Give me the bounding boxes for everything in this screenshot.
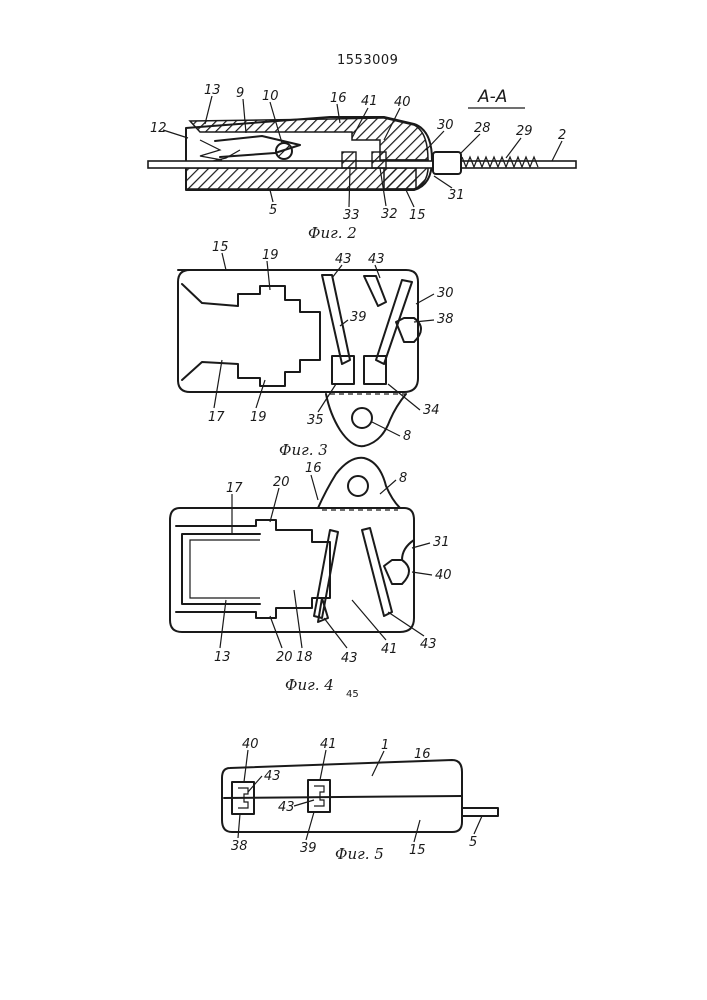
fig4-label-31: 31 [433,535,450,550]
fig2-lever [215,136,300,157]
fig4-lug [318,458,400,508]
fig3-pocket-34 [364,356,386,384]
fig3-label-19a: 19 [262,248,279,263]
fig4-label-17: 17 [226,481,243,496]
fig3-label-19b: 19 [250,410,267,425]
fig3-label-15: 15 [212,240,229,255]
fig2-label-32: 32 [381,207,398,222]
figure-2: 13 9 10 16 41 40 12 30 28 29 2 5 33 32 1… [148,83,576,242]
fig5-window-39-41 [308,780,330,812]
fig2-label-41: 41 [361,94,378,109]
page-marker: 45 [346,689,359,700]
patent-number: 1553009 [337,53,398,68]
fig4-label-40: 40 [435,568,452,583]
fig2-label-12: 12 [150,121,167,136]
fig2-label-15: 15 [409,208,426,223]
fig5-contact-43b [314,786,324,806]
fig2-label-40: 40 [394,95,411,110]
fig5-parting-line [224,796,462,798]
fig3-housing-outline [178,270,418,392]
fig5-label-15: 15 [409,843,426,858]
section-label: А-А [477,87,507,107]
fig5-label-38: 38 [231,839,248,854]
fig2-label-2: 2 [558,128,566,143]
fig4-label-20a: 20 [273,475,290,490]
fig5-caption: Фиг. 5 [335,845,384,863]
fig2-label-10: 10 [262,89,279,104]
fig3-label-38: 38 [437,312,454,327]
fig4-leader-lines [220,475,432,648]
fig2-label-33: 33 [343,208,360,223]
fig5-label-40: 40 [242,737,259,752]
fig3-label-39: 39 [350,310,367,325]
fig4-notch-31 [402,540,414,560]
fig4-label-18: 18 [296,650,313,665]
fig3-lug [326,394,406,446]
fig4-label-41: 41 [381,642,398,657]
fig4-contact-41a [314,530,338,618]
fig2-label-5: 5 [269,203,277,218]
fig5-rod [462,808,498,816]
fig3-label-35: 35 [307,413,324,428]
fig5-label-39: 39 [300,841,317,856]
fig2-label-9: 9 [236,86,244,101]
figure-4: 16 8 17 20 31 40 13 20 18 43 41 43 Фиг. … [170,458,452,694]
fig4-label-43b: 43 [420,637,437,652]
fig3-lug-hole [352,408,372,428]
fig3-contact-39 [322,275,350,364]
fig4-lug-hole [348,476,368,496]
fig2-caption: Фиг. 2 [308,224,357,242]
fig5-label-43b: 43 [278,800,295,815]
fig2-label-28: 28 [474,121,491,136]
fig4-knob [384,560,409,584]
fig4-label-16: 16 [305,461,322,476]
fig3-cavity [182,284,320,386]
fig3-contact-43b [364,276,386,306]
fig3-label-43a: 43 [335,252,352,267]
fig5-label-5: 5 [469,835,477,850]
fig4-label-8: 8 [399,471,407,486]
fig2-cap-28 [433,152,461,174]
fig3-label-43b: 43 [368,252,385,267]
fig4-label-13: 13 [214,650,231,665]
fig4-label-43a: 43 [341,651,358,666]
fig3-label-34: 34 [423,403,440,418]
fig2-contact-32 [372,152,386,168]
fig4-cavity-13-inner [190,540,260,598]
fig2-label-31: 31 [448,188,465,203]
fig5-label-41: 41 [320,737,337,752]
fig3-label-30: 30 [437,286,454,301]
fig4-cavity-13 [182,534,260,604]
fig3-caption: Фиг. 3 [279,441,328,459]
fig2-label-16: 16 [330,91,347,106]
fig5-label-43a: 43 [264,769,281,784]
fig5-label-1: 1 [381,738,389,753]
fig2-label-30: 30 [437,118,454,133]
fig2-contact-33 [342,152,356,168]
fig5-label-16: 16 [414,747,431,762]
fig2-label-29: 29 [516,124,533,139]
fig2-label-13: 13 [204,83,221,98]
figure-5: 40 41 1 16 43 43 38 39 15 5 Фиг. 5 [222,737,498,863]
figure-3: 15 19 43 43 30 39 38 17 19 35 34 8 Фиг. … [178,240,454,459]
fig3-label-8: 8 [403,429,411,444]
fig4-caption: Фиг. 4 [285,676,334,694]
fig4-label-20b: 20 [276,650,293,665]
fig3-label-17: 17 [208,410,225,425]
